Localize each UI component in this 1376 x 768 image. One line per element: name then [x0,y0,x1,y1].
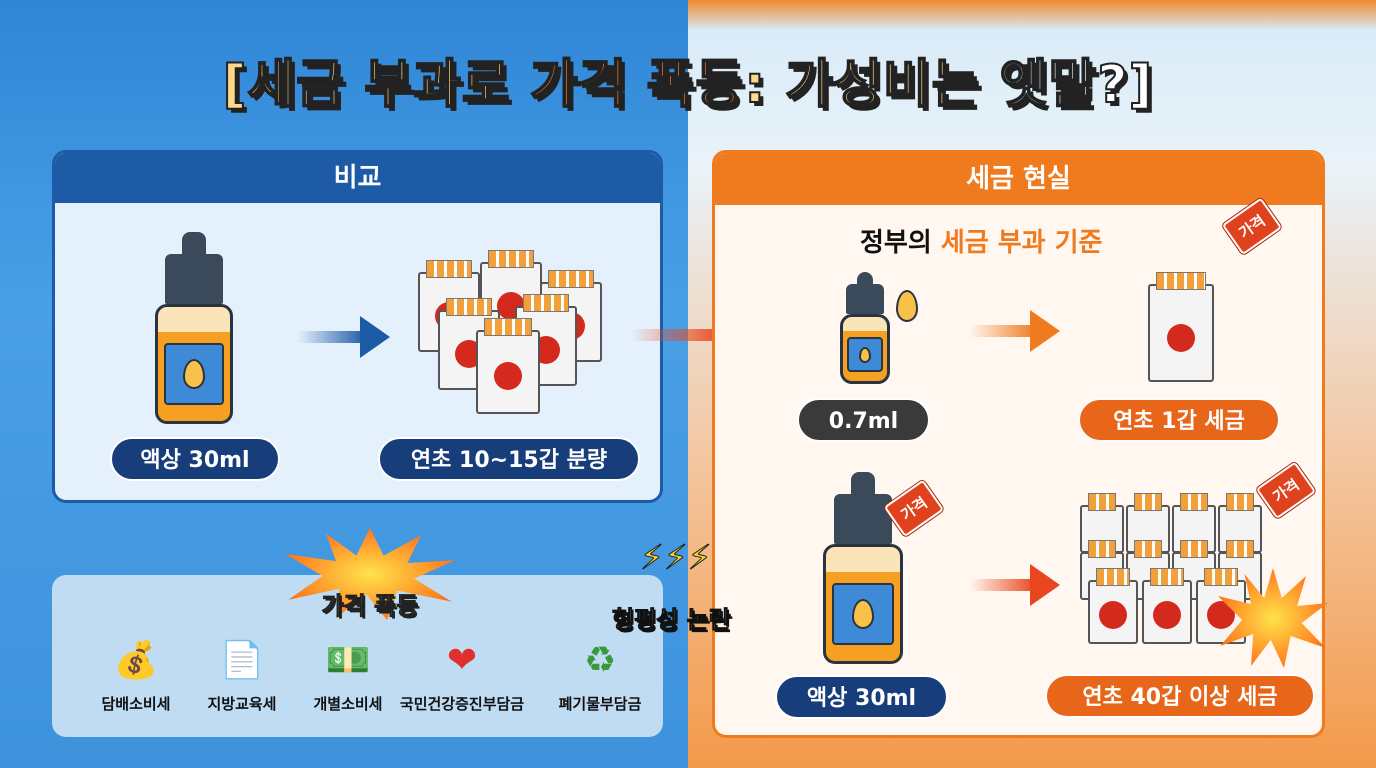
arrow-icon [970,310,1060,352]
liquid-30ml-label: 액상 30ml [110,437,280,481]
tax-item: 📄지방교육세 [182,635,302,714]
liquid-bottle-icon [155,232,233,424]
tax-item: ❤국민건강증진부담금 [382,635,542,714]
document-icon: 📄 [219,640,265,681]
page-title: [세금 부과로 가격 폭등: 가성비는 옛말?] [222,54,1154,116]
recycle-bin-icon: ♻ [583,640,617,681]
arrow-icon [970,564,1060,606]
arrow-icon [298,316,390,358]
small-bottle-icon [840,272,890,384]
price-surge-label: 가격 폭등 [321,592,419,621]
tax-item: 💰담배소비세 [76,635,196,714]
one-pack-tax-label: 연초 1갑 세금 [1078,398,1280,442]
cigarette-equivalent-label: 연초 10~15갑 분량 [378,437,640,481]
lightning-icon: ⚡⚡⚡ [640,538,713,579]
government-tax-criteria-heading: 정부의 세금 부과 기준 [860,228,1103,258]
tax-item: ♻폐기물부담금 [540,635,660,714]
liquid-bottle-icon [823,472,903,664]
tax-list-panel: 💰담배소비세 📄지방교육세 💵개별소비세 ❤국민건강증진부담금 ♻폐기물부담금 [52,575,663,737]
forty-packs-tax-label: 연초 40갑 이상 세금 [1045,674,1315,718]
drop-icon [896,290,918,322]
equity-controversy-label: 형평성 논란 [612,606,732,635]
reality-header: 세금 현실 [715,153,1322,205]
liquid-30ml-label: 액상 30ml [775,675,948,719]
compare-header: 비교 [55,153,660,203]
cigarette-pack-icon [1148,272,1214,382]
coin-bill-icon: 💵 [325,640,371,681]
money-bag-icon: 💰 [113,640,159,681]
tax-item: 💵개별소비세 [288,635,408,714]
heart-hand-icon: ❤ [446,640,478,681]
small-liquid-label: 0.7ml [797,398,930,442]
